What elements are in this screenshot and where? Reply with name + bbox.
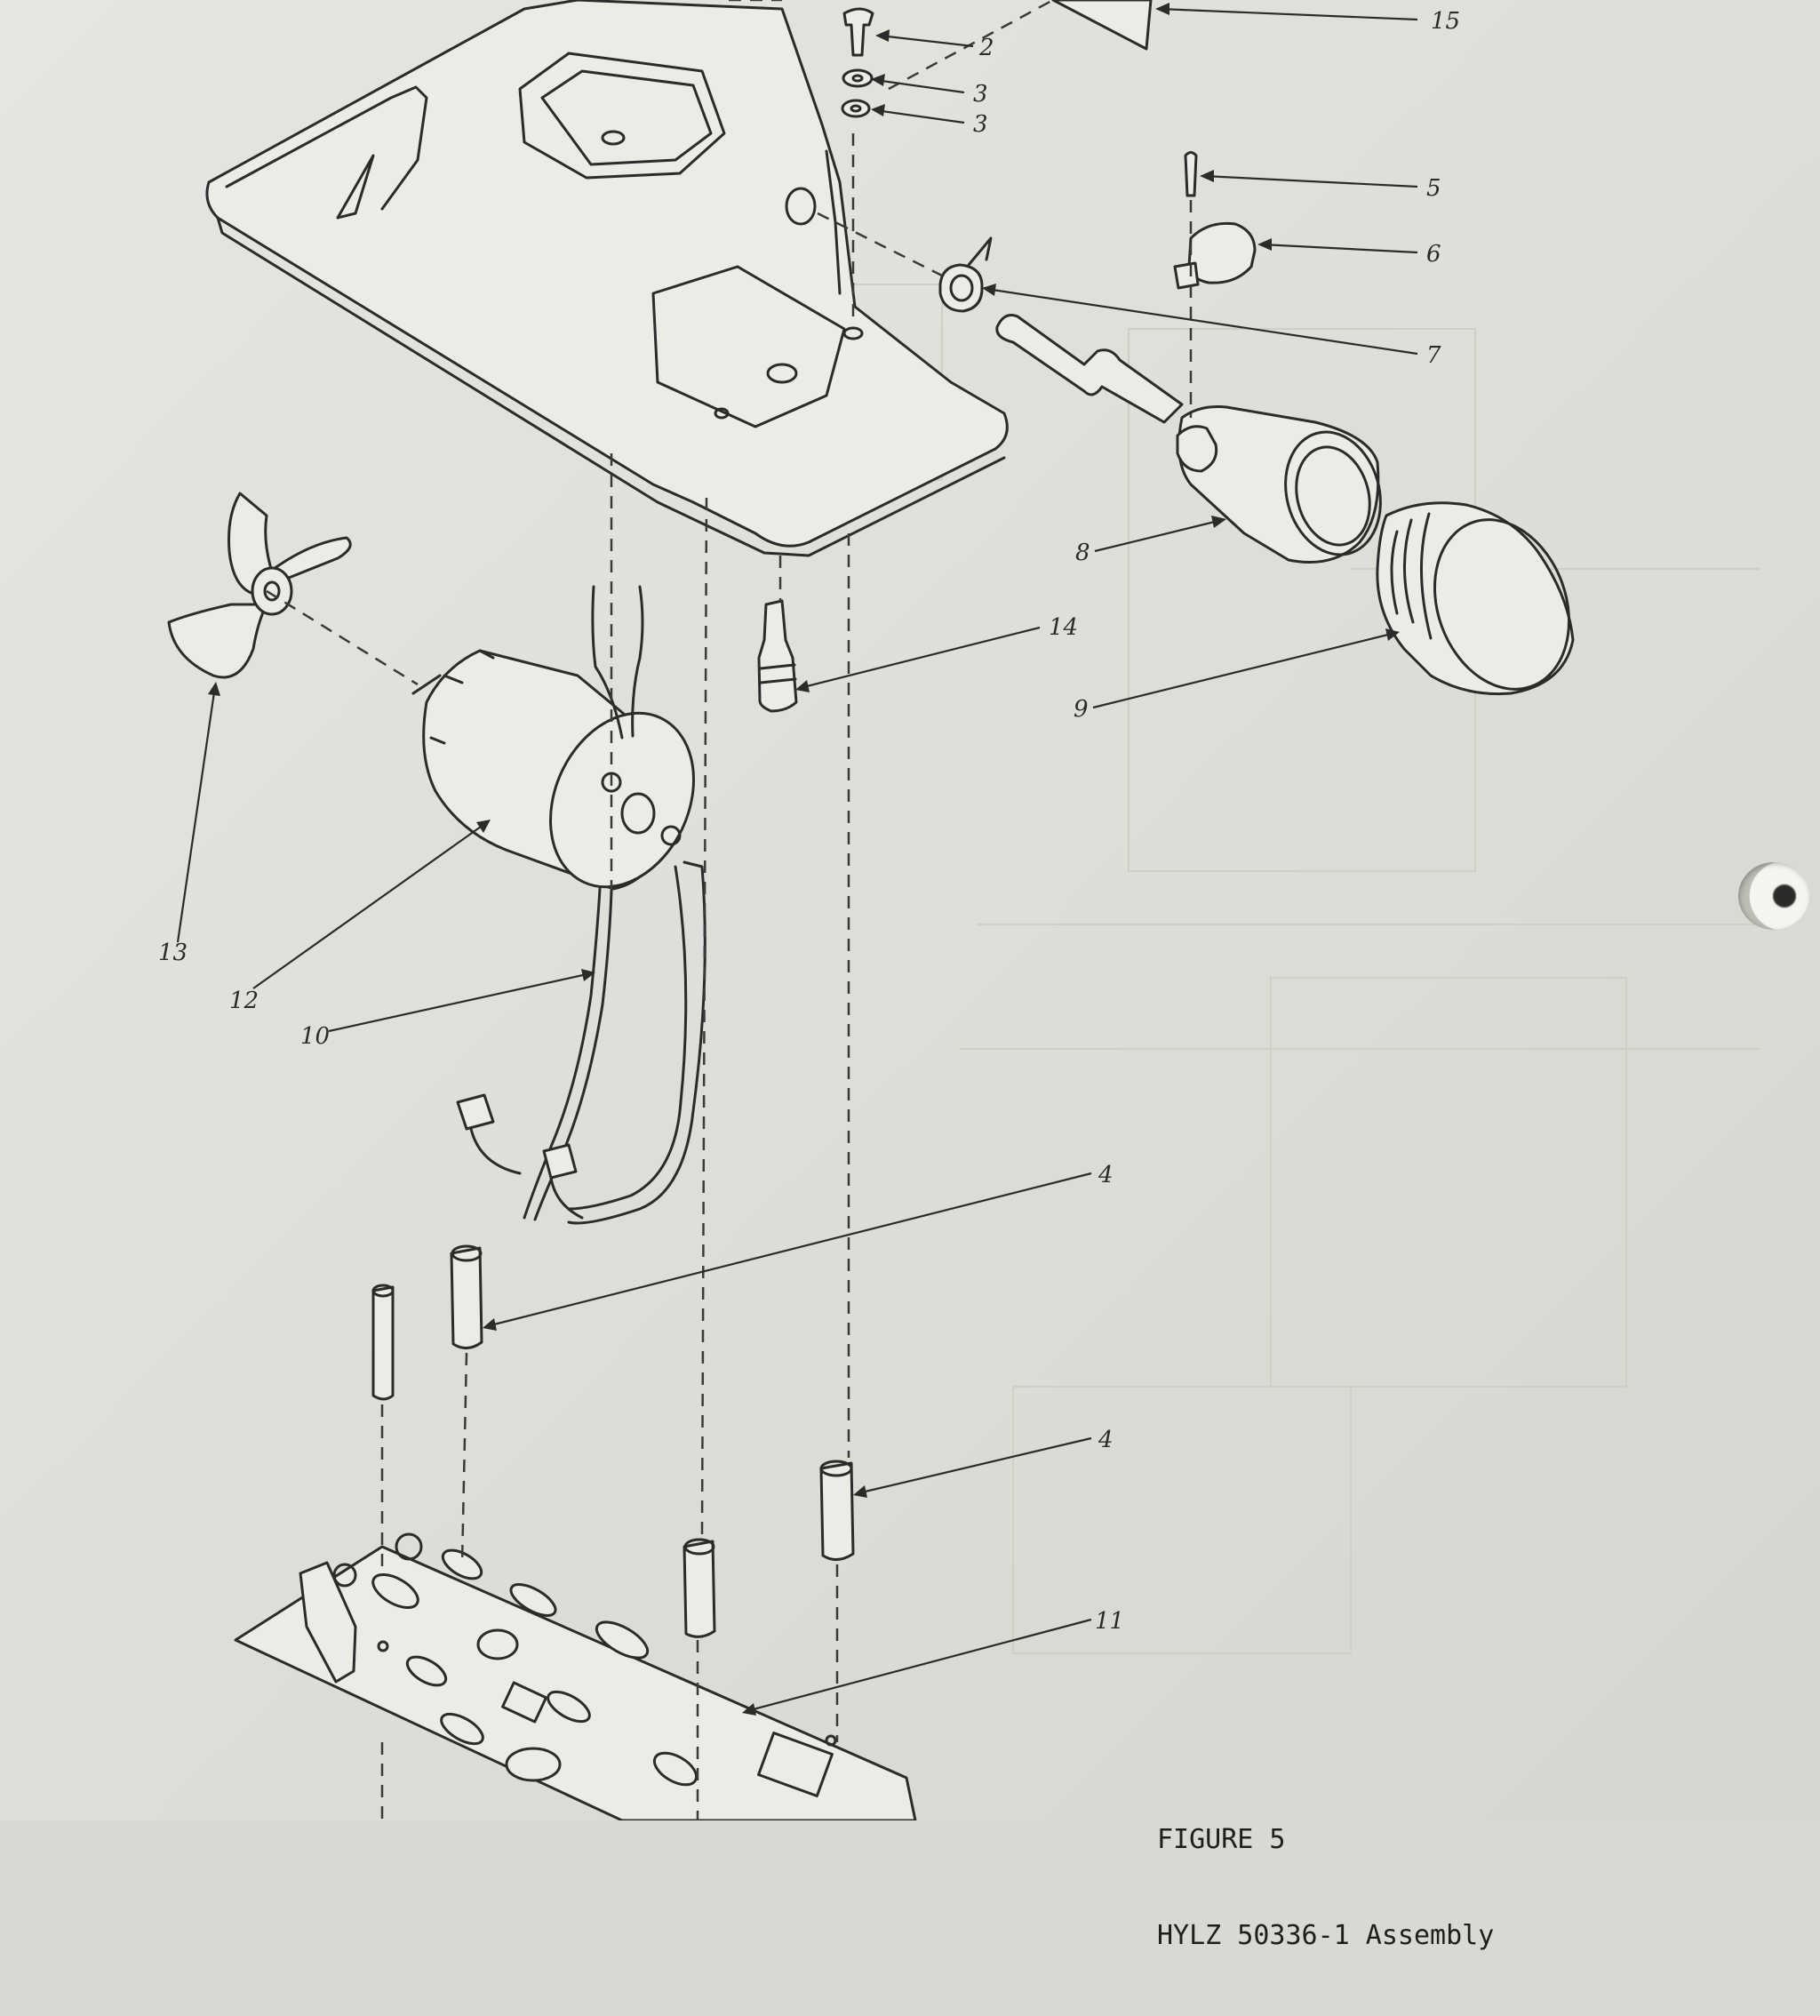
- callout-3: 3: [973, 81, 988, 108]
- figure-caption: FIGURE 5 HYLZ 50336-1 Assembly: [1157, 1760, 1494, 2016]
- clamp: [938, 236, 993, 313]
- washer: [842, 68, 874, 88]
- lamp-socket: [995, 314, 1382, 564]
- callout-15: 15: [1431, 8, 1460, 35]
- manual-page: 15 2 3 3 5 6 7 8 14 9 13 12 10 4 4 11 FI…: [0, 0, 1820, 1951]
- connector-plug: [757, 599, 798, 713]
- callout-6: 6: [1426, 241, 1441, 268]
- callout-10: 10: [300, 1023, 330, 1050]
- callout-9: 9: [1074, 696, 1089, 723]
- lamp-cap: [1173, 221, 1257, 290]
- leader-lines: [176, 3, 1418, 1716]
- plate: [1051, 0, 1153, 51]
- spacer: [682, 1538, 716, 1638]
- motor: [411, 585, 695, 891]
- circuit-board: [234, 1532, 917, 1820]
- lockwasher: [841, 99, 871, 118]
- callout-3: 3: [973, 111, 988, 138]
- callout-5: 5: [1426, 175, 1441, 202]
- lens: [1376, 501, 1575, 696]
- callout-2: 2: [978, 35, 994, 61]
- callout-8: 8: [1075, 540, 1090, 566]
- callout-labels: 15 2 3 3 5 6 7 8 14 9 13 12 10 4 4 11: [158, 8, 1460, 1635]
- assembly-lines: [266, 0, 1193, 1820]
- spacer: [450, 1244, 483, 1349]
- callout-13: 13: [158, 940, 188, 966]
- binder-punch-hole: [1738, 862, 1809, 930]
- figure-subtitle: HYLZ 50336-1 Assembly: [1157, 1920, 1495, 1951]
- spacer: [371, 1284, 395, 1401]
- exploded-assembly-diagram: 15 2 3 3 5 6 7 8 14 9 13 12 10 4 4 11: [158, 0, 1760, 1820]
- callout-7: 7: [1426, 342, 1441, 369]
- pin: [1184, 151, 1198, 197]
- screw: [842, 7, 874, 57]
- figure-title: FIGURE 5: [1157, 1824, 1286, 1855]
- spacer: [819, 1460, 855, 1561]
- callout-4: 4: [1098, 1162, 1114, 1188]
- callout-11: 11: [1095, 1608, 1124, 1635]
- fan-propeller: [167, 492, 352, 679]
- mounting-bracket: [205, 0, 1009, 557]
- callout-14: 14: [1049, 614, 1078, 641]
- callout-4: 4: [1098, 1427, 1114, 1453]
- wire-harness: [456, 860, 706, 1225]
- callout-12: 12: [229, 988, 259, 1014]
